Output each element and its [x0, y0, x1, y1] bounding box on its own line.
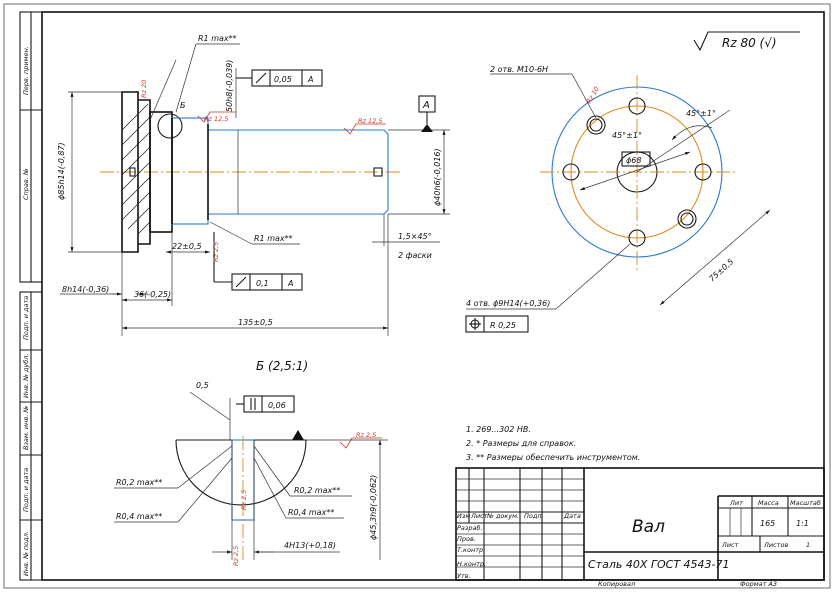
general-roughness: Rz 80 (√)	[693, 31, 800, 52]
rough-detail-top: Rz 2,5	[356, 431, 376, 439]
stamp-sign-date-2: Подп. и дата	[22, 468, 30, 512]
datum-a: A	[418, 95, 436, 132]
left-stamp: Перв. примен. Справ. № Подп. и дата Инв.…	[19, 11, 43, 581]
mass-value: 165	[760, 519, 775, 528]
dia-68-label: ϕ68	[626, 156, 641, 165]
note-1: 1. 269...302 НВ.	[466, 425, 531, 434]
flange-hatching	[121, 103, 151, 235]
detail-groove: 4Н13(+0,18)	[284, 541, 336, 550]
dim-dia-50: 50h8(-0,039)	[225, 60, 234, 112]
angle-45-outer: 45°±1°	[686, 109, 716, 118]
angle-45-inner: 45°±1°	[612, 131, 642, 140]
tol-bottom-value: 0,1	[256, 279, 269, 288]
dim-22: 22±0,5	[172, 242, 202, 251]
chamfer-note: 2 фаски	[398, 251, 432, 260]
view-b-marker: Б	[180, 101, 186, 110]
scale-value: 1:1	[796, 519, 809, 528]
rough-detail-side: Rz 2,5	[240, 490, 248, 510]
mass-header: Масса	[758, 499, 779, 507]
sheets-value: 1	[806, 541, 810, 549]
r02-left: R0,2 max**	[116, 478, 162, 487]
col-doc: № докум.	[486, 512, 519, 520]
stamp-ref-no: Справ. №	[22, 168, 30, 200]
position-tolerance: R 0,25	[465, 315, 529, 333]
tol-top-value: 0,05	[274, 75, 292, 84]
col-sign: Подп.	[524, 512, 544, 520]
rough-shaft: Rz 12,5	[358, 117, 382, 125]
detail-b-title: Б (2,5:1)	[256, 359, 308, 373]
tol-bottom-ref: A	[287, 279, 293, 288]
detail-tol-value: 0,06	[268, 401, 286, 410]
title-block: Изм Лист № докум. Подп. Дата Разраб. Про…	[455, 467, 825, 588]
tol-top-ref: A	[307, 75, 313, 84]
sheet-border	[3, 3, 831, 589]
dim-36: 36(-0,25)	[134, 290, 171, 299]
col-date: Дата	[563, 512, 581, 520]
tolerance-frame-top: 0,05 A	[236, 69, 323, 87]
detail-dia: ϕ45,3h9(-0,062)	[369, 475, 378, 540]
row-checker: Пров.	[457, 535, 476, 543]
flange-end-view: 2 отв. М10-6Н Rz 10 45°±1° 45°±1° ϕ68 75…	[465, 65, 771, 333]
row-approved: Утв.	[457, 572, 471, 580]
rough-shoulder: Rz 20	[140, 80, 148, 98]
col-list: Лист	[470, 512, 488, 520]
dim-chamfer: 1,5×45°	[398, 232, 432, 241]
tolerance-frame-bottom: 0,1 A	[213, 232, 303, 291]
r02-right: R0,2 max**	[294, 486, 340, 495]
col-izm: Изм	[457, 512, 470, 520]
detail-angle: 0,5	[196, 381, 209, 390]
rough-detail-bottom: Rz 2,5	[232, 546, 240, 566]
rough-fillet: Rz 2,5	[212, 242, 220, 262]
stamp-orig-inv: Инв. № подл.	[22, 531, 30, 576]
shaft-main-view: ϕ85h14(-0,87) 50h8(-0,039) ϕ40h6(-0,016)…	[57, 34, 450, 336]
format-label: Формат А3	[740, 580, 777, 588]
r04-right: R0,4 max**	[288, 508, 334, 517]
stamp-sign-date-1: Подп. и дата	[22, 296, 30, 340]
stamp-dup-inv: Инв. № дубл.	[22, 354, 30, 398]
roughness-marks-main: Rz 12,5 Rz 12,5 Rz 20 Rz 2,5	[140, 80, 386, 262]
r04-left: R0,4 max**	[116, 512, 162, 521]
technical-notes: 1. 269...302 НВ. 2. * Размеры для справо…	[466, 425, 640, 462]
thread-callout: 2 отв. М10-6Н	[490, 65, 548, 74]
dim-dia-85: ϕ85h14(-0,87)	[57, 142, 66, 200]
note-3: 3. ** Размеры обеспечить инструментом.	[466, 453, 640, 462]
r1-max-top: R1 max**	[198, 34, 237, 43]
copied-label: Копировал	[598, 580, 635, 588]
row-norm-control: Н.контр.	[457, 560, 486, 568]
general-roughness-label: Rz 80 (√)	[722, 36, 777, 50]
datum-a-label: A	[422, 100, 430, 111]
row-tech-control: Т.контр.	[457, 546, 485, 554]
row-developer: Разраб.	[457, 524, 483, 532]
position-tol-value: R 0,25	[490, 321, 516, 330]
r1-max-bottom: R1 max**	[254, 234, 293, 243]
sheets-label: Листов	[763, 541, 788, 549]
part-name: Вал	[632, 517, 665, 537]
dim-135: 135±0,5	[238, 318, 273, 327]
scale-header: Масштаб	[790, 499, 821, 507]
material: Сталь 40Х ГОСТ 4543-71	[588, 558, 730, 571]
dim-dia-40: ϕ40h6(-0,016)	[433, 148, 442, 206]
rough-thread: Rz 10	[585, 85, 601, 105]
dim-8: 8h14(-0,36)	[62, 285, 109, 294]
stamp-replace-inv: Взам. инв. №	[22, 406, 30, 450]
lit-header: Лит	[729, 499, 743, 507]
note-2: 2. * Размеры для справок.	[466, 439, 576, 448]
detail-b-view: Б (2,5:1) 0,5 0,06 Rz 2,5 Rz 2,5 Rz 2,5 …	[114, 359, 388, 566]
sheet-label: Лист	[721, 541, 739, 549]
stamp-first-use: Перв. примен.	[22, 46, 30, 95]
rough-neck: Rz 12,5	[204, 115, 228, 123]
holes-callout: 4 отв. ϕ9Н14(+0,36)	[466, 299, 550, 308]
